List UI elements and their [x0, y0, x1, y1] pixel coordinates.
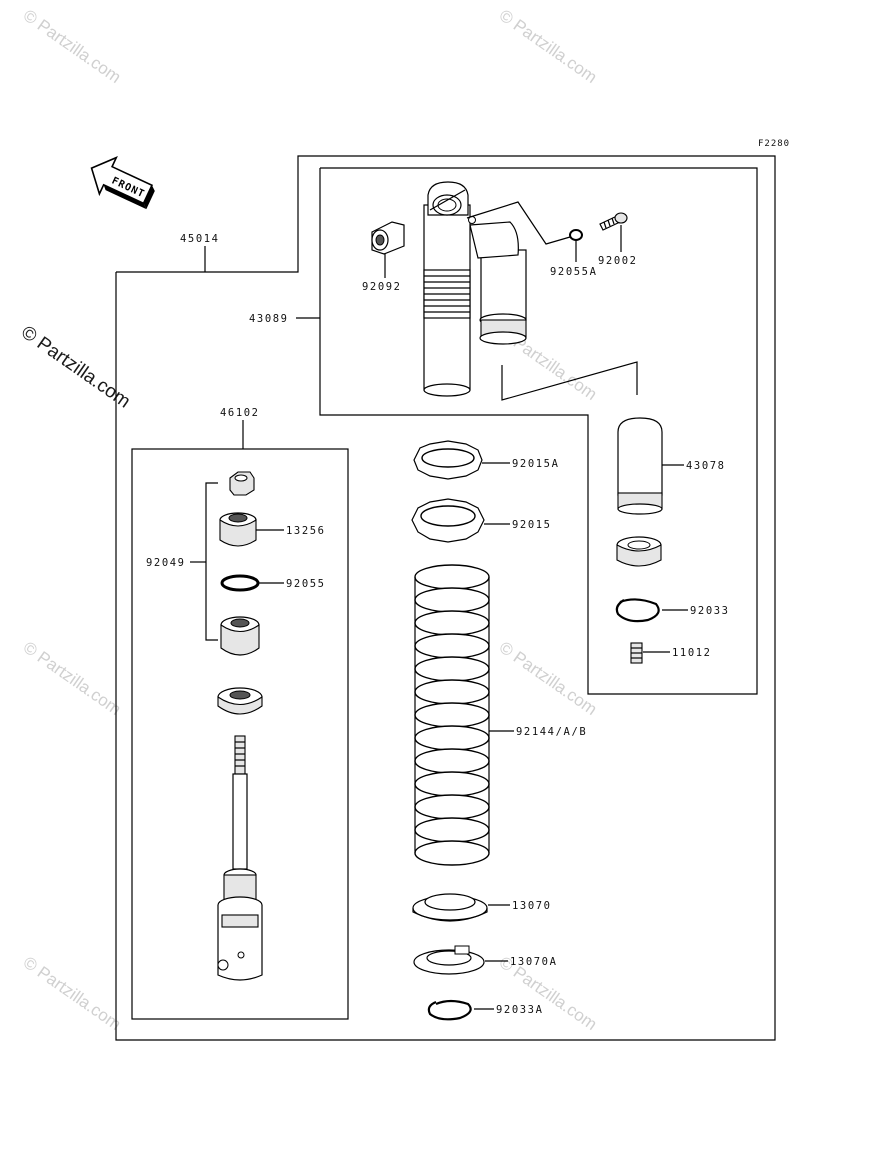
- part-label-45014[interactable]: 45014: [180, 233, 220, 245]
- spring-92144: [414, 564, 490, 866]
- watermark: © Partzilla.com: [20, 638, 125, 719]
- part-label-92055A[interactable]: 92055A: [550, 266, 598, 278]
- bladder-43078: [617, 417, 663, 515]
- part-13256: [219, 512, 257, 547]
- part-label-92033A[interactable]: 92033A: [496, 1004, 544, 1016]
- part-label-13070A[interactable]: 13070A: [510, 956, 558, 968]
- assembly-frame-46102: [131, 448, 349, 1020]
- bushing-92092: [371, 221, 405, 255]
- spring-nut-92015: [411, 498, 485, 543]
- part-label-92055[interactable]: 92055: [286, 578, 326, 590]
- part-label-92144[interactable]: 92144/A/B: [516, 726, 587, 738]
- spring-guide-13070A: [413, 945, 485, 975]
- spring-nut-92015A: [413, 440, 483, 480]
- circlip-92033A: [427, 999, 472, 1021]
- valve-11012: [630, 642, 643, 664]
- piston: [220, 616, 260, 656]
- part-label-46102[interactable]: 46102: [220, 407, 260, 419]
- assembly-frame-43089: [319, 167, 758, 695]
- part-label-92092[interactable]: 92092: [362, 281, 402, 293]
- watermark: © Partzilla.com: [496, 6, 601, 87]
- spring-guide-13070: [412, 893, 488, 922]
- front-arrow-icon: FRONT: [90, 156, 155, 210]
- part-label-92002[interactable]: 92002: [598, 255, 638, 267]
- part-label-43078[interactable]: 43078: [686, 460, 726, 472]
- part-label-13256[interactable]: 13256: [286, 525, 326, 537]
- piston-rod: [217, 735, 263, 981]
- part-label-92033[interactable]: 92033: [690, 605, 730, 617]
- rod-seal: [217, 687, 263, 715]
- reservoir-cap: [616, 536, 662, 567]
- circlip-92033: [615, 598, 660, 623]
- watermark: © Partzilla.com: [20, 953, 125, 1034]
- bolt-92002: [599, 212, 628, 231]
- assembly-frame-45014: [115, 155, 776, 1041]
- watermark: © Partzilla.com: [496, 638, 601, 719]
- part-label-92049[interactable]: 92049: [146, 557, 186, 569]
- part-label-92015[interactable]: 92015: [512, 519, 552, 531]
- part-label-13070[interactable]: 13070: [512, 900, 552, 912]
- oring-92055A: [569, 229, 583, 241]
- shock-body: [423, 181, 527, 397]
- figure-code: F2280: [758, 139, 790, 149]
- part-label-92015A[interactable]: 92015A: [512, 458, 560, 470]
- watermark: © Partzilla.com: [20, 6, 125, 87]
- oring-92055: [220, 574, 260, 592]
- nut: [229, 471, 255, 496]
- part-label-11012[interactable]: 11012: [672, 647, 712, 659]
- part-label-43089[interactable]: 43089: [249, 313, 289, 325]
